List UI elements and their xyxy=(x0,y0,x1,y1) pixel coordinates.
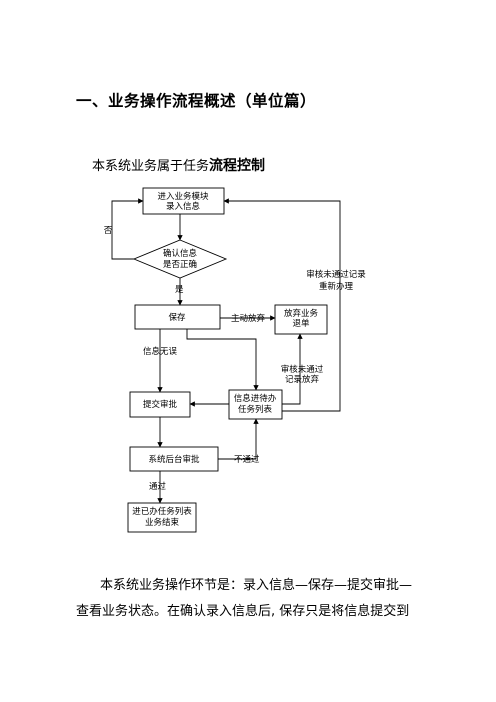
abandon-line1: 放弃业务 xyxy=(284,308,319,319)
section-subheading: 本系统业务属于任务流程控制 xyxy=(92,155,265,175)
abandon-line2: 退单 xyxy=(292,318,310,329)
edge-redo-line1: 审核未通过记录 xyxy=(306,269,366,280)
node-confirm xyxy=(132,239,228,279)
paragraph-line-1: 本系统业务操作环节是：录入信息—保存—提交审批— xyxy=(100,578,413,593)
pending-line2: 任务列表 xyxy=(238,404,273,415)
backend-label: 系统后台审批 xyxy=(148,454,200,465)
subheading-emphasis: 流程控制 xyxy=(209,158,266,174)
edge-passed: 通过 xyxy=(149,481,167,492)
confirm-line2: 是否正确 xyxy=(163,259,197,270)
paragraph-line-2: 查看业务状态。在确认录入信息后, 保存只是将信息提交到 xyxy=(76,604,410,619)
pending-line1: 信息进待办 xyxy=(234,393,277,404)
confirm-line1: 确认信息 xyxy=(163,248,198,259)
edge-not-passed: 不通过 xyxy=(234,454,260,465)
edge-yes-label: 是 xyxy=(175,285,184,295)
edge-no-label: 否 xyxy=(104,226,113,236)
done-line2: 业务结束 xyxy=(145,517,180,528)
enter-module-line1: 进入业务模块 xyxy=(157,191,209,202)
section-heading: 一、业务操作流程概述（单位篇） xyxy=(76,92,317,110)
enter-module-line2: 录入信息 xyxy=(166,201,201,212)
save-label: 保存 xyxy=(168,312,186,323)
subheading-prefix: 本系统业务属于任务 xyxy=(92,159,210,174)
submit-label: 提交审批 xyxy=(143,399,178,410)
edge-active-abandon: 主动放弃 xyxy=(231,313,266,324)
edge-info-no-error: 信息无误 xyxy=(143,346,178,357)
edge-abandon-line1: 审核未通过 xyxy=(281,364,324,375)
edge-abandon-line2: 记录放弃 xyxy=(285,374,320,385)
done-line1: 进已办任务列表 xyxy=(132,506,192,517)
edge-redo-line2: 重新办理 xyxy=(319,281,354,292)
